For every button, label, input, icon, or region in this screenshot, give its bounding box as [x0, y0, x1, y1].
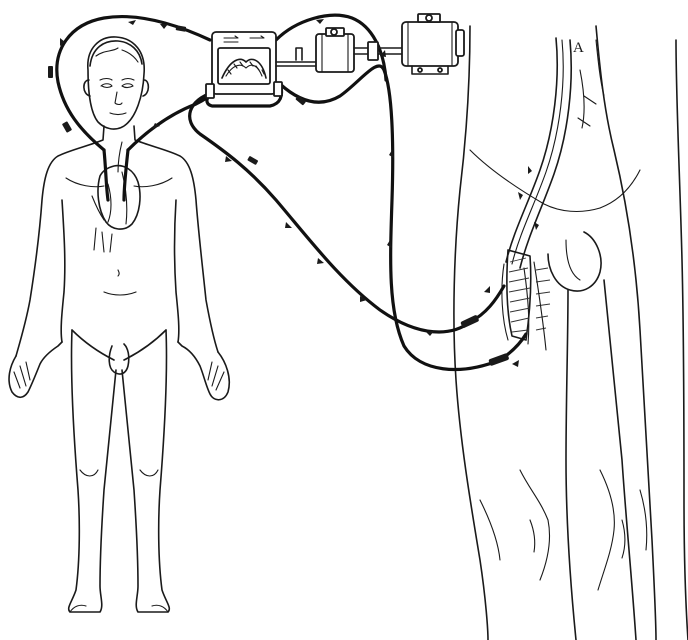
flow-arrows — [60, 19, 539, 367]
perfusion-device — [206, 32, 282, 98]
child-head — [84, 37, 149, 129]
child-figure — [9, 37, 229, 612]
perfusion-tubing — [48, 15, 539, 369]
donor-leg: A — [454, 26, 688, 640]
child-legs — [69, 330, 170, 612]
tube-to-leg-upper — [190, 92, 470, 332]
label-a: A — [573, 40, 584, 56]
motor — [402, 22, 458, 66]
child-torso — [16, 126, 218, 356]
tube-connectors — [48, 25, 509, 366]
femoral-vessels — [502, 38, 596, 350]
child-hands — [9, 342, 229, 400]
child-heart — [92, 142, 140, 252]
tube-head-return — [128, 92, 214, 150]
donor-genitals — [548, 232, 601, 291]
tube-head-loop — [57, 17, 210, 150]
